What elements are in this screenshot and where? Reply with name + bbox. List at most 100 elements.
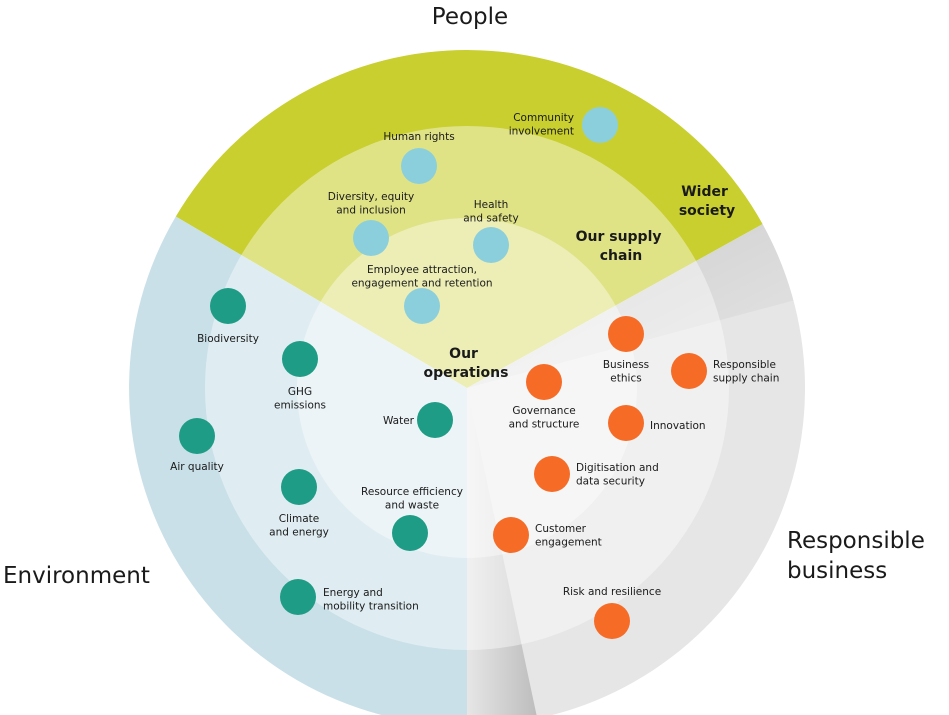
ring-label-operations: Our operations [424,346,509,381]
topic-dot [392,515,428,551]
ring-label-operations-line-1: Our [449,346,478,362]
topic-people: Employee attraction, engagement and reten… [351,264,493,324]
ring-label-operations-line-2: operations [424,365,509,381]
topic-label-line: engagement and retention [351,278,492,290]
ring-label-supply-chain-line-1: Our supply [576,229,662,245]
dimension-label-people: People [432,4,508,30]
topic-label-line: Health [474,199,508,211]
topic-label-line: Water [383,415,415,427]
topic-label-line: Customer [535,523,587,535]
dimension-label-business-line-2: business [787,558,887,584]
topic-dot [594,603,630,639]
topics: Community involvement Human rightsDiversit… [170,107,779,639]
topic-label-line: involvement [509,126,574,138]
topic-people: Diversity, equity and inclusion [328,191,414,256]
topic-environment: Air quality [170,418,224,473]
topic-environment: Biodiversity [197,288,259,345]
dimension-label-environment: Environment [3,563,150,589]
topic-dot [417,402,453,438]
topic-dot [493,517,529,553]
topic-label-line: and waste [385,500,439,512]
topic-label-line: and inclusion [336,205,405,217]
topic-label: Innovation [650,420,706,432]
topic-environment: Climate and energy [269,469,329,539]
topic-dot [608,405,644,441]
topic-label-line: engagement [535,537,602,549]
topic-dot [473,227,509,263]
sector-people [175,50,763,389]
sectors [129,50,805,715]
seam-shade-business [467,224,794,388]
topic-label: Digitisation and data security [576,462,659,488]
topic-dot [404,288,440,324]
topic-dot [582,107,618,143]
topic-label: Community involvement [509,112,574,138]
topic-label-line: Diversity, equity [328,191,414,203]
topic-label: Customer engagement [535,523,602,549]
topic-label-line: Human rights [383,131,454,143]
dimension-label-business-line-1: Responsible [787,528,925,554]
topic-dot [534,456,570,492]
topic-label-line: Responsible [713,359,776,371]
topic-label: Biodiversity [197,333,259,345]
topic-dot [282,341,318,377]
topic-dot [210,288,246,324]
topic-environment: Energy and mobility transition [280,579,419,615]
topic-label: Water [383,415,415,427]
topic-dot [179,418,215,454]
topic-label-line: Community [513,112,574,124]
topic-dot [671,353,707,389]
ring-label-supply-chain-line-2: chain [600,248,642,264]
topic-label-line: Digitisation and [576,462,659,474]
topic-label-line: Energy and [323,587,383,599]
topic-label-line: and structure [509,419,580,431]
topic-business: Innovation [608,405,706,441]
topic-dot [608,316,644,352]
topic-label-line: Air quality [170,461,224,473]
ring-label-wider-society: Wider society [679,184,735,219]
topic-label-line: Biodiversity [197,333,259,345]
topic-people: Community involvement [509,107,618,143]
topic-label-line: ethics [610,373,641,385]
topic-dot [353,220,389,256]
topic-label: Air quality [170,461,224,473]
topic-label-line: Innovation [650,420,706,432]
ring-supply-chain [205,126,729,650]
topic-label: Climate and energy [269,513,329,539]
topic-label-line: mobility transition [323,601,419,613]
topic-business: Digitisation and data security [534,456,659,492]
topic-label-line: Climate [279,513,319,525]
topic-label: GHG emissions [274,386,326,412]
topic-label-line: GHG [288,386,312,398]
topic-label: Employee attraction, engagement and reten… [351,264,492,290]
topic-label: Energy and mobility transition [323,587,419,613]
topic-label-line: emissions [274,400,326,412]
topic-dot [281,469,317,505]
ring-label-supply-chain: Our supply chain [576,229,667,264]
sector-environment [129,216,467,715]
topic-environment: GHG emissions [274,341,326,412]
topic-business: Customer engagement [493,517,602,553]
ring-label-wider-society-line-1: Wider [681,184,728,200]
topic-label-line: data security [576,476,645,488]
topic-environment: Water [383,402,453,438]
topic-business: Risk and resilience [563,586,661,639]
topic-label: Human rights [383,131,454,143]
topic-dot [280,579,316,615]
topic-dot [401,148,437,184]
topic-label-line: Risk and resilience [563,586,661,598]
topic-label: Diversity, equity and inclusion [328,191,414,217]
topic-people: Human rights [383,131,455,184]
dimension-label-business: Responsible business [787,528,932,584]
topic-label-line: and energy [269,527,329,539]
topic-label-line: Employee attraction, [367,264,477,276]
